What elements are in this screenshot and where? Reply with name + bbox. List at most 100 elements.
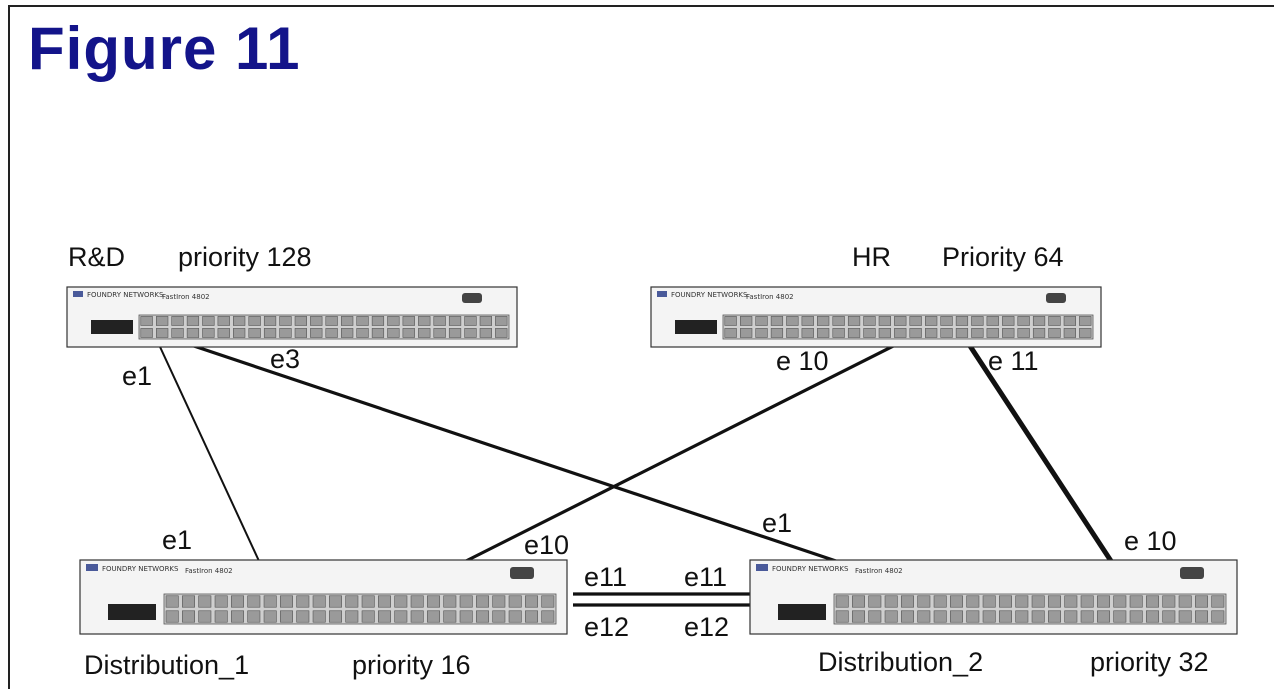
- ethernet-port-icon: [1048, 595, 1061, 608]
- ethernet-port-icon: [464, 316, 477, 326]
- ethernet-port-icon: [345, 595, 359, 608]
- ethernet-port-icon: [925, 328, 938, 338]
- ethernet-port-icon: [1017, 316, 1030, 326]
- ethernet-port-icon: [832, 328, 845, 338]
- ethernet-port-icon: [999, 610, 1012, 623]
- ethernet-port-icon: [852, 610, 865, 623]
- slot-module: [108, 604, 156, 620]
- vendor-logo-icon: [657, 291, 667, 297]
- ethernet-port-icon: [1002, 316, 1015, 326]
- port-bank: [833, 593, 1227, 625]
- ethernet-port-icon: [1048, 328, 1061, 338]
- ethernet-port-icon: [140, 316, 153, 326]
- ethernet-port-icon: [955, 328, 969, 338]
- switch-distribution-2-name: Distribution_2: [818, 647, 984, 677]
- ethernet-port-icon: [341, 328, 354, 338]
- ethernet-port-icon: [740, 328, 753, 338]
- ethernet-port-icon: [1048, 610, 1061, 623]
- ethernet-port-icon: [966, 595, 980, 608]
- ethernet-port-icon: [171, 316, 184, 326]
- ethernet-port-icon: [378, 595, 391, 608]
- ethernet-port-icon: [770, 328, 784, 338]
- slot-module: [675, 320, 717, 334]
- slot-module: [91, 320, 133, 334]
- ethernet-port-icon: [186, 328, 200, 338]
- ethernet-port-icon: [459, 610, 473, 623]
- ethernet-port-icon: [817, 316, 830, 326]
- ethernet-port-icon: [982, 595, 996, 608]
- port-label-d1-e11: e11: [584, 562, 628, 592]
- ethernet-port-icon: [950, 610, 963, 623]
- ethernet-port-icon: [1032, 328, 1046, 338]
- ethernet-port-icon: [248, 316, 261, 326]
- ethernet-port-icon: [1032, 316, 1046, 326]
- switch-distribution-2-priority: priority 32: [1090, 647, 1209, 677]
- ethernet-port-icon: [894, 328, 907, 338]
- figure-frame: [8, 5, 1274, 689]
- ethernet-port-icon: [724, 328, 737, 338]
- console-port-icon: [462, 293, 482, 303]
- ethernet-port-icon: [868, 595, 882, 608]
- ethernet-port-icon: [971, 316, 984, 326]
- port-label-d2-e12: e12: [684, 612, 730, 642]
- ethernet-port-icon: [933, 595, 947, 608]
- ethernet-port-icon: [156, 316, 169, 326]
- ethernet-port-icon: [345, 610, 359, 623]
- ethernet-port-icon: [1162, 595, 1176, 608]
- ethernet-port-icon: [1048, 316, 1061, 326]
- vendor-logo-icon: [73, 291, 83, 297]
- port-label-d2-e11: e11: [684, 562, 728, 592]
- port-label-d1-e1: e1: [162, 525, 193, 555]
- console-port-icon: [1046, 293, 1066, 303]
- ethernet-port-icon: [847, 328, 861, 338]
- console-port-icon: [1180, 567, 1204, 579]
- ethernet-port-icon: [233, 316, 246, 326]
- vendor-label: FOUNDRY NETWORKS: [87, 291, 164, 299]
- ethernet-port-icon: [171, 328, 184, 338]
- ethernet-port-icon: [982, 610, 996, 623]
- ethernet-port-icon: [410, 595, 424, 608]
- ethernet-port-icon: [387, 328, 400, 338]
- ethernet-port-icon: [1080, 595, 1094, 608]
- ethernet-port-icon: [165, 595, 179, 608]
- ethernet-port-icon: [1064, 595, 1078, 608]
- ethernet-port-icon: [1002, 328, 1015, 338]
- ethernet-port-icon: [263, 328, 277, 338]
- ethernet-port-icon: [165, 610, 179, 623]
- ethernet-port-icon: [1195, 610, 1208, 623]
- ethernet-port-icon: [387, 316, 400, 326]
- ethernet-port-icon: [801, 328, 814, 338]
- ethernet-port-icon: [1015, 610, 1029, 623]
- ethernet-port-icon: [847, 316, 861, 326]
- ethernet-port-icon: [901, 610, 914, 623]
- vendor-label: FOUNDRY NETWORKS: [102, 565, 179, 573]
- ethernet-port-icon: [479, 328, 492, 338]
- ethernet-port-icon: [296, 595, 310, 608]
- ethernet-port-icon: [1178, 595, 1192, 608]
- switch-hr-name: HR: [852, 242, 891, 272]
- ethernet-port-icon: [1162, 610, 1176, 623]
- ethernet-port-icon: [443, 595, 457, 608]
- ethernet-port-icon: [378, 610, 391, 623]
- ethernet-port-icon: [1063, 328, 1076, 338]
- switch-rd: FOUNDRY NETWORKS FastIron 4802: [66, 286, 518, 348]
- ethernet-port-icon: [402, 316, 415, 326]
- ethernet-port-icon: [329, 595, 342, 608]
- ethernet-port-icon: [312, 610, 326, 623]
- ethernet-port-icon: [901, 595, 914, 608]
- ethernet-port-icon: [525, 610, 538, 623]
- ethernet-port-icon: [443, 610, 457, 623]
- ethernet-port-icon: [202, 328, 215, 338]
- ethernet-port-icon: [999, 595, 1012, 608]
- ethernet-port-icon: [917, 595, 931, 608]
- ethernet-port-icon: [231, 610, 244, 623]
- ethernet-port-icon: [1031, 595, 1045, 608]
- ethernet-port-icon: [198, 610, 212, 623]
- port-label-hr-e10: e 10: [776, 346, 829, 376]
- switch-distribution-1: FOUNDRY NETWORKS FastIron 4802: [79, 559, 568, 635]
- ethernet-port-icon: [217, 328, 230, 338]
- ethernet-port-icon: [329, 610, 342, 623]
- ethernet-port-icon: [217, 316, 230, 326]
- ethernet-port-icon: [448, 316, 462, 326]
